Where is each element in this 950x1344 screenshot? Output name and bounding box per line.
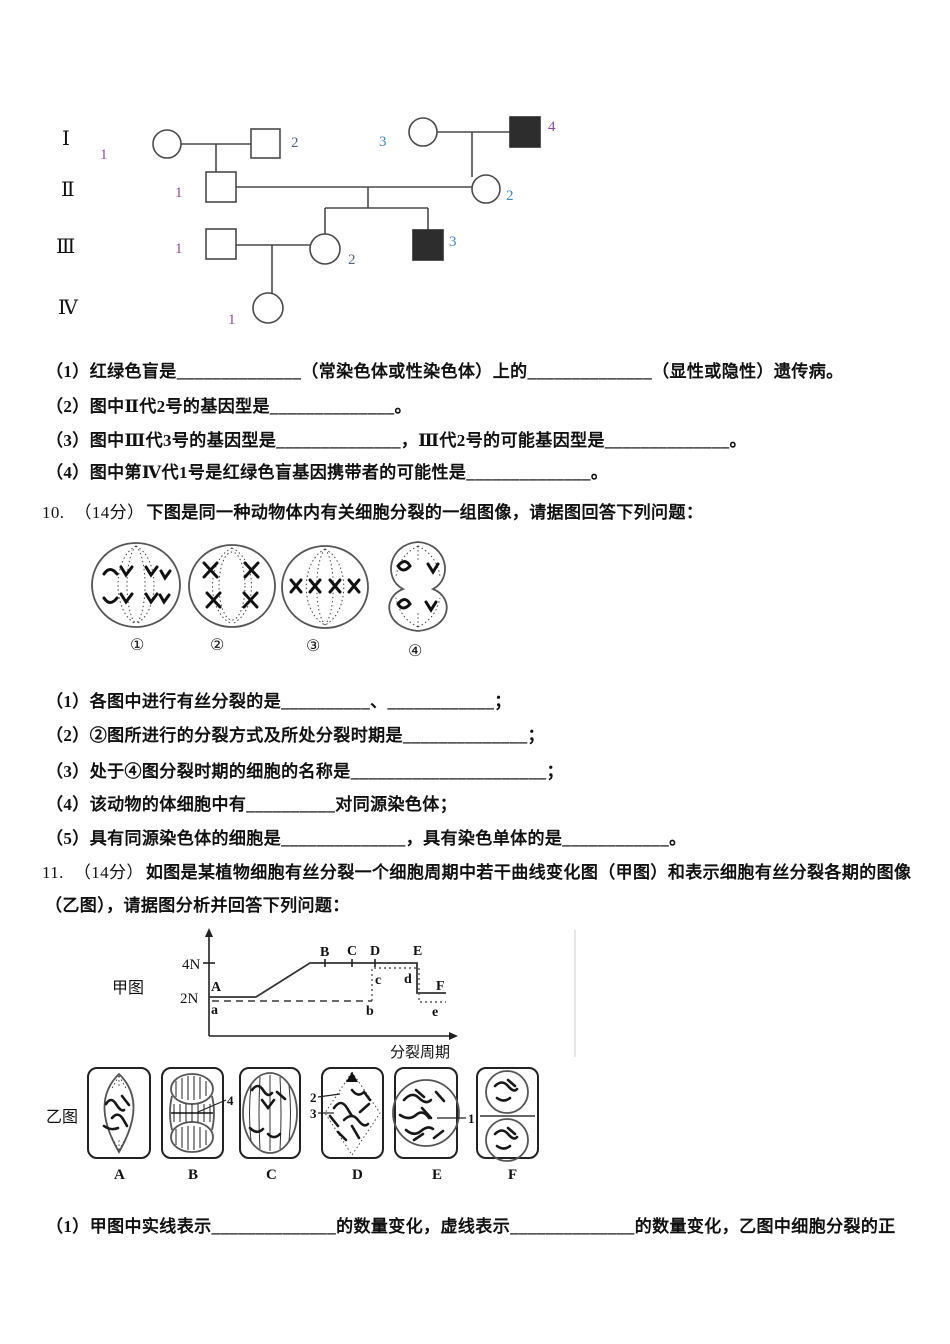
pedigree-male-I-2 xyxy=(250,128,281,159)
yitu-cell-B xyxy=(161,1067,227,1159)
point-label-B: B xyxy=(320,945,329,960)
point-label-D: D xyxy=(370,944,380,959)
member-number-I-1: 1 xyxy=(100,147,108,163)
q10-item-5: （5）具有同源染色体的细胞是______________，具有染色单体的是___… xyxy=(46,829,687,848)
member-number-I-2: 2 xyxy=(291,135,299,151)
cell-letter-D: D xyxy=(352,1167,363,1183)
q9-item-1: （1）红绿色盲是______________（常染色体或性染色体）上的_____… xyxy=(46,362,844,381)
pedigree-female-IV-1 xyxy=(252,292,284,324)
cell-label-4: ④ xyxy=(408,643,422,660)
point-label-c: c xyxy=(375,973,381,988)
solid-curve xyxy=(209,959,446,998)
y-axis-arrow xyxy=(205,928,213,937)
generation-label-1: Ⅰ xyxy=(62,128,70,150)
q11-header-line1: 11. （14分）如图是某植物细胞有丝分裂一个细胞周期中若干曲线变化图（甲图）和表… xyxy=(42,858,911,883)
point-label-E: E xyxy=(413,944,422,959)
member-number-I-4: 4 xyxy=(548,119,556,135)
q10-title: 下图是同一种动物体内有关细胞分裂的一组图像，请据图回答下列问题： xyxy=(146,503,704,522)
cell-figure-2 xyxy=(188,544,276,628)
q10-item-4: （4）该动物的体细胞中有__________对同源染色体； xyxy=(46,795,458,814)
cell-figure-1 xyxy=(91,542,181,628)
q9-item-2: （2）图中Ⅱ代2号的基因型是______________。 xyxy=(46,397,412,416)
pedigree-affected-male-I-4 xyxy=(509,116,541,148)
point-label-e: e xyxy=(432,1005,438,1020)
q9-item-3: （3）图中Ⅲ代3号的基因型是______________，Ⅲ代2号的可能基因型是… xyxy=(46,431,747,450)
pedigree-female-I-3 xyxy=(408,117,438,147)
point-label-b: b xyxy=(366,1004,374,1019)
cell-label-1: ① xyxy=(130,637,144,654)
pedigree-female-III-2 xyxy=(309,233,341,265)
generation-label-2: Ⅱ xyxy=(61,179,75,201)
pedigree-chart: Ⅰ Ⅱ Ⅲ Ⅳ 1 2 3 4 1 2 xyxy=(56,116,556,328)
generation-label-4: Ⅳ xyxy=(58,297,79,319)
yitu-cell-C xyxy=(239,1067,301,1159)
yitu-figure: 乙图 xyxy=(46,1067,539,1183)
x-axis-arrow xyxy=(449,1032,458,1040)
member-number-III-1: 1 xyxy=(175,241,183,257)
point-label-C: C xyxy=(347,944,357,959)
point-label-F: F xyxy=(436,979,445,994)
yitu-cell-A xyxy=(87,1067,151,1159)
q9-item-4: （4）图中第Ⅳ代1号是红绿色盲基因携带者的可能性是______________。 xyxy=(46,463,609,482)
cell-letter-F: F xyxy=(508,1167,517,1183)
q10-header: 10. （14分）下图是同一种动物体内有关细胞分裂的一组图像，请据图回答下列问题： xyxy=(42,498,703,523)
q10-cell-division-figure: ① ② ③ ④ xyxy=(91,541,448,660)
q11-number: 11. xyxy=(42,863,64,882)
cell-label-3: ③ xyxy=(306,638,320,655)
pedigree-male-II-1 xyxy=(205,171,237,203)
y-tick-2N: 2N xyxy=(180,991,199,1007)
member-number-I-3: 3 xyxy=(379,134,387,150)
pedigree-male-III-1 xyxy=(205,228,237,260)
point-label-A: A xyxy=(211,980,222,995)
pedigree-female-II-2 xyxy=(471,174,501,204)
q11-title: 如图是某植物细胞有丝分裂一个细胞周期中若干曲线变化图（甲图）和表示细胞有丝分裂各… xyxy=(145,863,912,882)
cell-label-2: ② xyxy=(210,637,224,654)
cell-figure-4 xyxy=(388,541,448,632)
pedigree-female-I-1 xyxy=(152,129,182,159)
cell-letter-C: C xyxy=(266,1167,277,1183)
dashed-curve xyxy=(212,967,446,1003)
pedigree-connector-lines xyxy=(181,131,510,293)
cell-figure-3 xyxy=(281,545,369,629)
member-number-IV-1: 1 xyxy=(228,312,236,328)
yitu-cell-F xyxy=(476,1067,539,1162)
pedigree-affected-male-III-3 xyxy=(412,229,444,261)
q11-score: （14分） xyxy=(73,863,144,882)
yitu-cell-D xyxy=(317,1067,384,1159)
jiatu-chart: 甲图 4N 2N A B C D E F a b c d e 分 xyxy=(112,928,576,1061)
q11-header-line2: （乙图），请据图分析并回答下列问题： xyxy=(45,896,350,915)
chart-axes xyxy=(203,928,458,1040)
q10-number: 10. xyxy=(42,503,65,522)
cell-letter-A: A xyxy=(114,1167,125,1183)
cell-letter-E: E xyxy=(432,1167,442,1183)
callout-4: 4 xyxy=(227,1093,234,1108)
point-label-d: d xyxy=(404,972,412,987)
q10-item-2: （2）②图所进行的分裂方式及所处分裂时期是______________； xyxy=(46,726,545,745)
member-number-III-3: 3 xyxy=(449,234,457,250)
q10-item-1: （1）各图中进行有丝分裂的是__________、____________； xyxy=(46,692,512,711)
member-number-III-2: 2 xyxy=(348,252,356,268)
yitu-cell-E xyxy=(392,1067,466,1159)
member-number-II-1: 1 xyxy=(175,185,183,201)
q10-item-3: （3）处于④图分裂时期的细胞的名称是______________________… xyxy=(46,762,564,781)
yitu-label: 乙图 xyxy=(46,1109,78,1126)
q10-score: （14分） xyxy=(74,503,145,522)
y-tick-4N: 4N xyxy=(182,957,201,973)
generation-label-3: Ⅲ xyxy=(56,236,75,258)
callout-1: 1 xyxy=(468,1111,475,1126)
point-label-a: a xyxy=(211,1003,218,1018)
cell-letter-B: B xyxy=(188,1167,198,1183)
x-axis-label: 分裂周期 xyxy=(390,1044,450,1061)
callout-3: 3 xyxy=(310,1106,317,1121)
callout-2: 2 xyxy=(310,1090,317,1105)
q11-item-1: （1）甲图中实线表示______________的数量变化，虚线表示______… xyxy=(46,1217,896,1236)
jiatu-label: 甲图 xyxy=(112,980,144,997)
member-number-II-2: 2 xyxy=(506,188,514,204)
